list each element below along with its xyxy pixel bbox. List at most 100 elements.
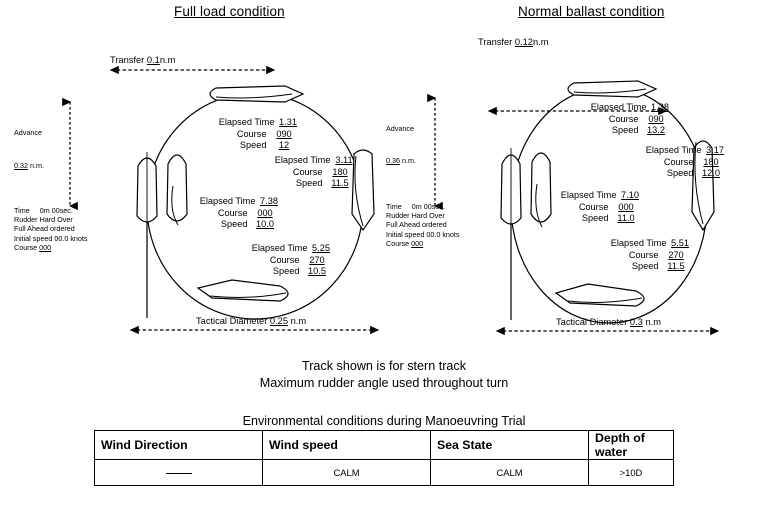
elapsed-time-label-n-right: Elapsed Time	[590, 102, 647, 112]
tactical-diameter-arrow-right	[495, 326, 720, 336]
course-value-w-left: 000	[257, 207, 273, 218]
elapsed-time-value-s-left: 5.25	[312, 243, 330, 253]
speed-value-w-left: 10.0	[256, 219, 274, 230]
advance-value-right: 0.36 n.m.	[386, 156, 416, 165]
start-note-left-course-value: 000	[39, 242, 52, 252]
start-note-left-line2: Rudder Hard Over	[14, 215, 73, 225]
ship-marker-west-inner-right	[530, 152, 552, 228]
advance-value-left: 0.32 n.m.	[14, 161, 44, 170]
start-note-right-time-label: Time	[386, 202, 402, 211]
note-line-1: Track shown is for stern track	[302, 359, 466, 373]
speed-label-s-right: Speed	[631, 261, 659, 272]
tactical-diameter-text-left: Tactical Diameter	[196, 316, 268, 326]
course-label-e-left: Course	[292, 166, 323, 177]
turning-circle-track-right	[500, 80, 715, 324]
elapsed-time-label-w-left: Elapsed Time	[199, 196, 256, 206]
elapsed-time-label-e-left: Elapsed Time	[274, 155, 331, 165]
start-note-right-line4: Initial speed 00.0 knots	[386, 229, 460, 239]
data-block-east-right: Elapsed Time 3.17 Course 180 Speed 12.0	[613, 145, 726, 180]
data-block-south-right: Elapsed Time 5.51 Course 270 Speed 11.5	[578, 238, 691, 273]
speed-value-s-right: 11.5	[667, 261, 685, 272]
ship-marker-south-right	[554, 283, 645, 307]
elapsed-time-value-e-right: 3.17	[706, 145, 724, 155]
table-header-wind-direction: Wind Direction	[94, 430, 263, 460]
course-value-n-left: 090	[276, 128, 292, 139]
tactical-diameter-unit-left: n.m	[290, 316, 307, 326]
start-note-right-line5: Course 000	[386, 239, 460, 248]
data-block-south-left: Elapsed Time 5.25 Course 270 Speed 10.5	[219, 243, 332, 278]
start-note-right-line2: Rudder Hard Over	[386, 211, 445, 221]
ship-marker-east-left	[351, 149, 375, 232]
transfer-arrow-left	[109, 65, 276, 75]
course-value-s-left: 270	[309, 254, 325, 265]
advance-arrow-left	[62, 97, 78, 211]
start-note-right: Time 0m 00sec. Rudder Hard Over Full Ahe…	[386, 202, 460, 248]
advance-unit-right: n.m.	[402, 156, 416, 165]
elapsed-time-value-n-left: 1.31	[279, 117, 297, 127]
start-note-left-time-value: 0m 00sec.	[39, 206, 73, 215]
environmental-conditions-table: Wind Direction Wind speed Sea State Dept…	[94, 430, 674, 486]
elapsed-time-label-s-right: Elapsed Time	[610, 238, 667, 248]
course-label-e-right: Course	[663, 156, 694, 167]
advance-unit-left: n.m.	[30, 161, 44, 170]
transfer-unit-left: n.m	[159, 55, 176, 65]
transfer-value-right: 0.12	[514, 37, 533, 47]
data-block-north-right: Elapsed Time 1.38 Course 090 Speed 13.2	[558, 102, 671, 137]
turning-circle-track-left	[136, 85, 375, 320]
speed-label-n-left: Speed	[239, 140, 267, 151]
table-header-depth-of-water: Depth of water	[588, 430, 674, 460]
speed-label-w-right: Speed	[581, 213, 609, 224]
tactical-diameter-text-right: Tactical Diameter	[556, 317, 628, 327]
elapsed-time-label-w-right: Elapsed Time	[560, 190, 617, 200]
speed-label-e-right: Speed	[666, 168, 694, 179]
ship-marker-west-outer-left	[136, 152, 158, 224]
table-row: CALM CALM >10D	[94, 459, 674, 486]
transfer-label-right: Transfer 0.12n.m	[478, 37, 548, 47]
course-label-s-right: Course	[628, 249, 659, 260]
transfer-arrow-right	[487, 106, 668, 116]
panel-title-full-load: Full load condition	[174, 4, 285, 19]
start-note-right-course-label: Course	[386, 238, 410, 248]
elapsed-time-value-s-right: 5.51	[671, 238, 689, 248]
start-note-right-line1: Time 0m 00sec.	[386, 202, 460, 211]
start-note-left: Time 0m 00sec. Rudder Hard Over Full Ahe…	[14, 206, 88, 252]
course-label-s-left: Course	[269, 254, 300, 265]
transfer-text-left: Transfer	[110, 55, 145, 65]
tactical-diameter-value-right: 0.3	[629, 317, 643, 327]
start-note-right-line3: Full Ahead ordered	[386, 220, 447, 230]
advance-label-right: Advance	[386, 124, 414, 133]
speed-value-e-right: 12.0	[702, 168, 720, 179]
table-header-wind-speed: Wind speed	[262, 430, 431, 460]
ship-marker-south-left	[196, 279, 289, 302]
course-value-n-right: 090	[648, 113, 664, 124]
ship-marker-north-left	[209, 85, 305, 103]
course-value-s-right: 270	[668, 249, 684, 260]
speed-label-n-right: Speed	[611, 125, 639, 136]
speed-label-s-left: Speed	[272, 266, 300, 277]
start-note-left-time-label: Time	[14, 206, 30, 215]
start-note-left-course-label: Course	[14, 242, 38, 252]
speed-label-e-left: Speed	[295, 178, 323, 189]
start-note-left-line1: Time 0m 00sec.	[14, 206, 88, 215]
course-value-w-right: 000	[618, 201, 634, 212]
speed-value-n-right: 13.2	[647, 125, 665, 136]
ship-marker-west-inner-left	[166, 154, 188, 226]
elapsed-time-value-w-left: 7.38	[260, 196, 278, 206]
tactical-diameter-arrow-left	[129, 325, 380, 335]
table-header-sea-state: Sea State	[430, 430, 589, 460]
speed-value-w-right: 11.0	[617, 213, 635, 224]
panel-title-normal-ballast: Normal ballast condition	[518, 4, 665, 19]
transfer-unit-right: n.m	[532, 37, 549, 47]
start-note-right-course-value: 000	[411, 238, 424, 248]
speed-value-s-left: 10.5	[308, 266, 326, 277]
start-note-left-line4: Initial speed 00.0 knots	[14, 233, 88, 243]
course-label-w-right: Course	[578, 201, 609, 212]
table-cell-depth-of-water: >10D	[588, 459, 674, 486]
ship-marker-north-right	[567, 80, 658, 98]
transfer-text-right: Transfer	[478, 37, 513, 47]
tactical-diameter-unit-right: n.m	[645, 317, 661, 327]
table-header-row: Wind Direction Wind speed Sea State Dept…	[94, 430, 674, 460]
start-note-left-line5: Course 000	[14, 243, 88, 252]
course-value-e-left: 180	[332, 166, 348, 177]
